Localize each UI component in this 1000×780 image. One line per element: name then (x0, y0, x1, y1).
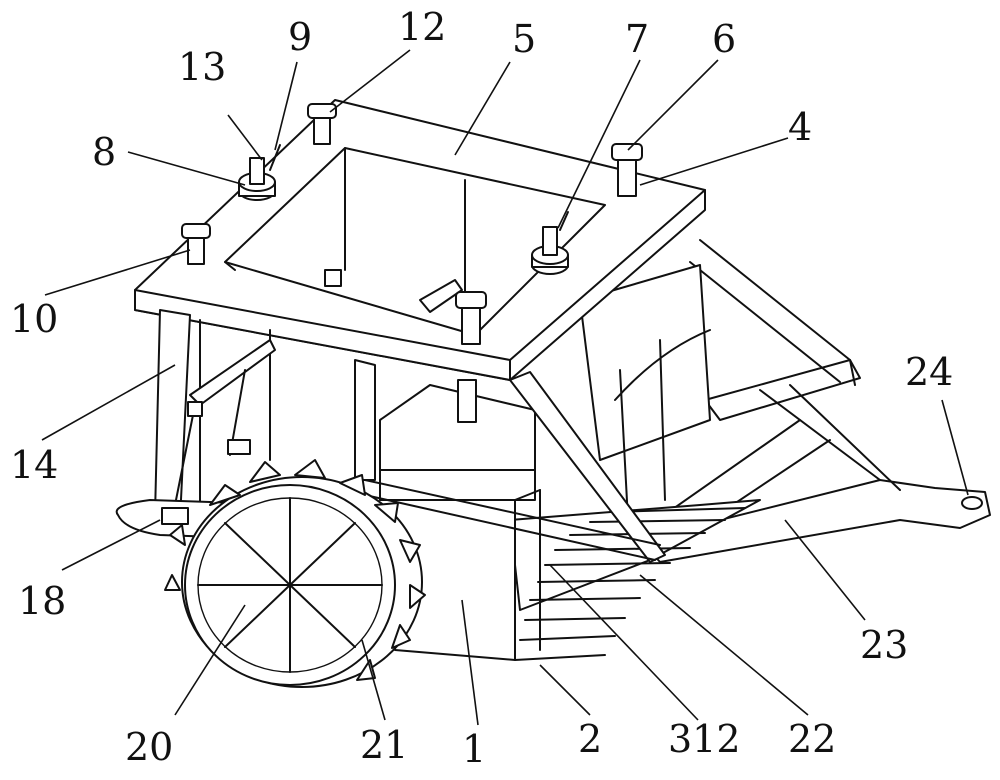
label-1: 1 (462, 727, 486, 771)
label-6: 6 (712, 17, 736, 61)
label-12: 12 (398, 5, 446, 49)
motor-7 (531, 211, 569, 275)
box-body (379, 384, 541, 661)
wheel-spokes (197, 497, 383, 673)
label-7: 7 (625, 17, 649, 61)
label-2: 2 (578, 717, 602, 761)
wheel-spikes (164, 459, 426, 681)
label-13: 13 (178, 45, 226, 89)
bolt-12 (307, 103, 337, 145)
bolt-6 (611, 143, 643, 197)
label-20: 20 (125, 725, 173, 769)
motor-8 (238, 144, 281, 201)
label-5: 5 (512, 17, 536, 61)
label-14: 14 (10, 443, 58, 487)
label-4: 4 (788, 105, 812, 149)
hitch-hole (961, 496, 983, 510)
label-10: 10 (10, 297, 58, 341)
label-18: 18 (18, 579, 66, 623)
label-9: 9 (288, 15, 312, 59)
upper-frame (134, 99, 706, 563)
bolt-front (455, 291, 487, 345)
label-21: 21 (360, 723, 408, 767)
bolt-10 (181, 223, 211, 265)
top-fittings (181, 103, 643, 345)
label-8: 8 (92, 130, 116, 174)
label-23: 23 (860, 623, 908, 667)
label-312: 312 (668, 717, 741, 761)
spiked-wheel (164, 459, 426, 688)
label-22: 22 (788, 717, 836, 761)
label-24: 24 (905, 350, 953, 394)
drum (579, 264, 711, 521)
reference-labels: 13 9 12 5 7 6 4 8 10 14 18 20 21 1 2 312… (10, 5, 953, 771)
hitch-frame (639, 239, 991, 563)
leader-lines (41, 49, 969, 726)
